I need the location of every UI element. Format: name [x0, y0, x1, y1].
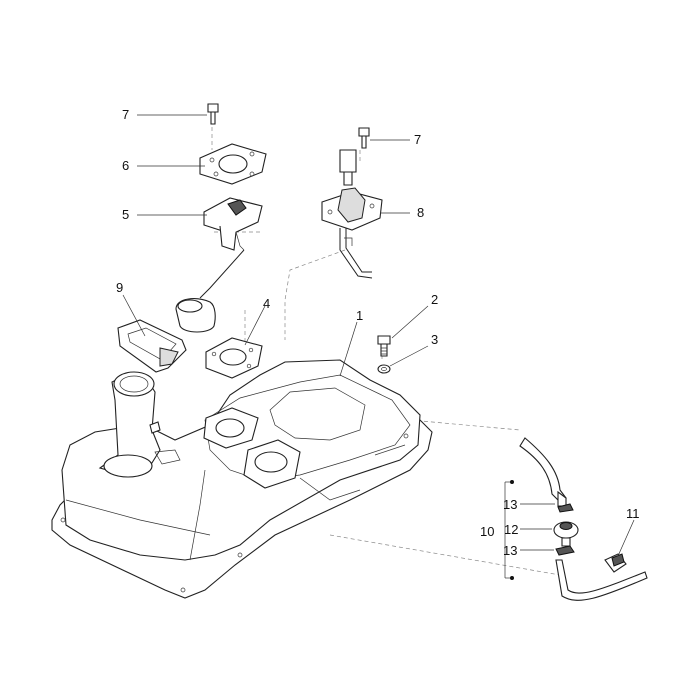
- callout-10: 10: [480, 524, 494, 539]
- callout-3: 3: [431, 332, 438, 347]
- tank-bracket: [117, 319, 187, 373]
- callout-9: 9: [116, 280, 123, 295]
- callout-1: 1: [356, 308, 363, 323]
- callout-6: 6: [122, 158, 129, 173]
- screw-left: [207, 103, 219, 125]
- filler-neck: [98, 371, 181, 478]
- vent-hose-assembly: [519, 437, 648, 601]
- washer: [377, 364, 391, 374]
- fuel-tank: [51, 359, 433, 599]
- callout-13-lower: 13: [503, 543, 517, 558]
- fuel-pump: [321, 149, 383, 279]
- callout-7-left: 7: [122, 107, 129, 122]
- bolt: [377, 335, 391, 357]
- group-10-bracket: [504, 480, 514, 580]
- callout-7-right: 7: [414, 132, 421, 147]
- callout-8: 8: [417, 205, 424, 220]
- gasket: [205, 337, 263, 379]
- leader-lines: [122, 114, 635, 557]
- callout-13-upper: 13: [503, 497, 517, 512]
- callout-labels: 1 2 3 4 5 6 7 7 8 9 10 11 12 13 13: [116, 107, 640, 558]
- callout-4: 4: [263, 296, 270, 311]
- callout-2: 2: [431, 292, 438, 307]
- callout-5: 5: [122, 207, 129, 222]
- ring-cover: [199, 143, 267, 185]
- callout-12: 12: [504, 522, 518, 537]
- callout-11: 11: [626, 506, 640, 521]
- screw-right: [358, 127, 370, 149]
- fuel-level-sender: [175, 197, 263, 333]
